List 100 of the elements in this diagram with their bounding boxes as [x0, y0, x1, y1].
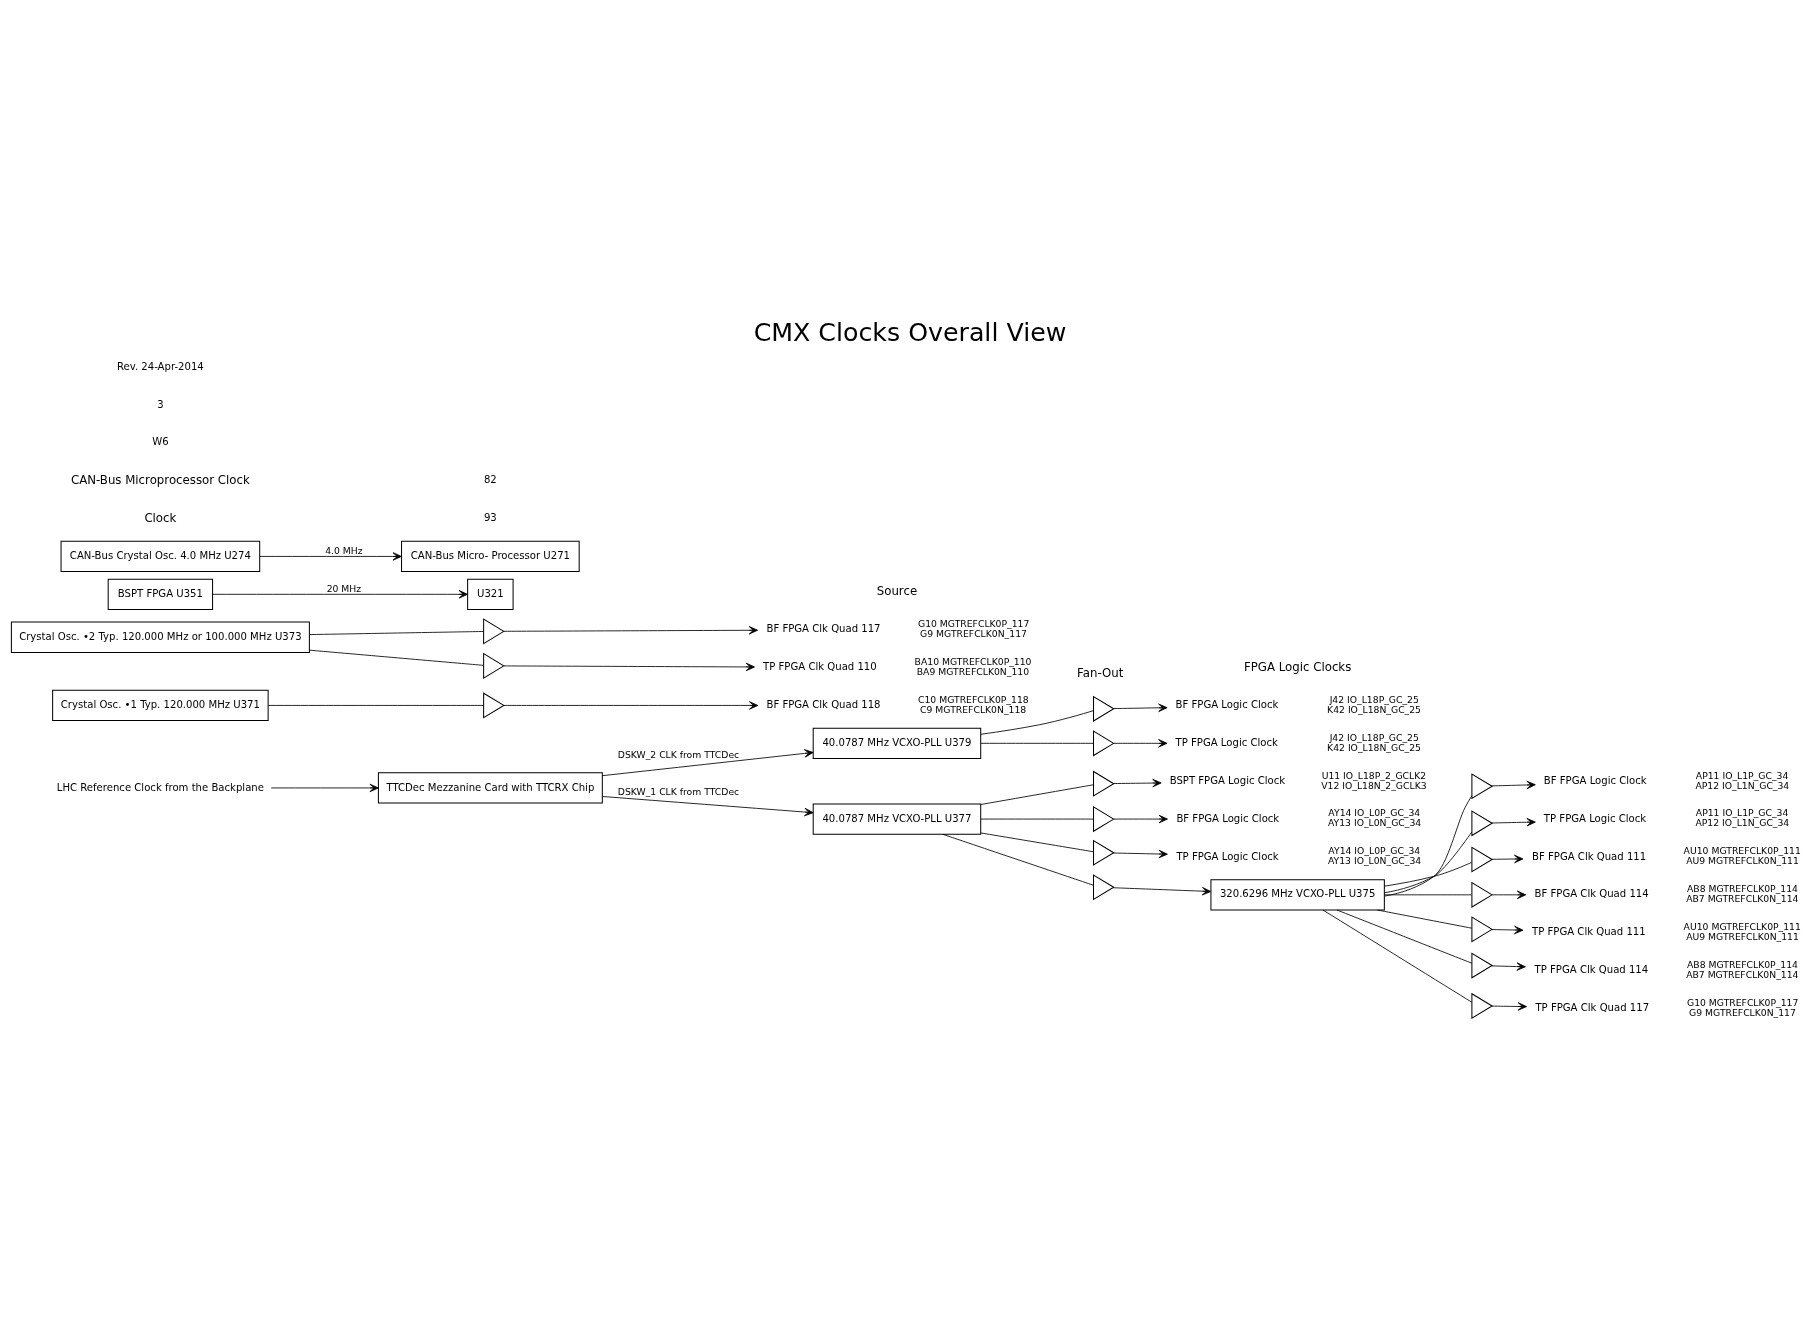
- node-text: BF FPGA Clk Quad 118: [766, 698, 881, 710]
- node-box: 40.0787 MHz VCXO-PLL U379: [812, 727, 982, 759]
- connector: [1383, 861, 1473, 887]
- connector: [980, 709, 1094, 735]
- node-triangle: [1471, 915, 1494, 942]
- node-label: C9 MGTREFCLK0N_118: [920, 703, 1027, 715]
- node-text: BF FPGA Clk Quad 114: [1534, 887, 1649, 899]
- connector: [1322, 909, 1473, 1003]
- edge-label: DSKW_1 CLK from TTCDec: [617, 785, 740, 796]
- node-text: LHC Reference Clock from the Backplane: [56, 781, 264, 793]
- arrow: [503, 662, 755, 671]
- node-box: CAN-Bus Crystal Osc. 4.0 MHz U274: [60, 540, 261, 572]
- node-triangle: [1093, 805, 1115, 832]
- node-label: AY14 IO_L0P_GC_34: [1328, 806, 1421, 818]
- label: Fan-Out: [1077, 665, 1124, 680]
- node-triangle: [1471, 772, 1494, 799]
- connector: [980, 742, 1094, 744]
- arrow: [1491, 925, 1524, 934]
- node-label: K42 IO_L18N_GC_25: [1327, 741, 1422, 753]
- arrow: [503, 625, 758, 634]
- arrow: [1491, 1001, 1527, 1011]
- node-label: AB7 MGTREFCLK0N_114: [1686, 968, 1799, 980]
- node-label: K42 IO_L18N_GC_25: [1327, 703, 1422, 715]
- node-triangle: [1471, 992, 1494, 1019]
- node-box: U321: [467, 578, 514, 610]
- connector: [980, 783, 1094, 805]
- node-label: J42 IO_L18P_GC_25: [1329, 731, 1419, 743]
- node-triangle: [483, 617, 505, 644]
- arrow: [1491, 961, 1526, 971]
- node-label: AY13 IO_L0N_GC_34: [1327, 854, 1422, 866]
- node-triangle: [1471, 845, 1494, 873]
- node-box: Crystal Osc. •2 Typ. 120.000 MHz or 100.000 MHz U373: [10, 621, 310, 653]
- node-text: BF FPGA Logic Clock: [1176, 812, 1280, 824]
- node-box: Crystal Osc. •1 Typ. 120.000 MHz U371: [52, 689, 269, 721]
- connector: [267, 704, 485, 706]
- node-label: U11 IO_L18P_2_GCLK2: [1321, 769, 1427, 780]
- arrow: [1113, 778, 1162, 787]
- node-label: AU9 MGTREFCLK0N_111: [1686, 854, 1799, 866]
- arrow: [1113, 703, 1168, 712]
- node-label: C10 MGTREFCLK0P_118: [918, 693, 1029, 705]
- connector: [309, 630, 484, 635]
- node-label: AY13 IO_L0N_GC_34: [1327, 816, 1422, 828]
- node-text: BSPT FPGA Logic Clock: [1169, 774, 1286, 786]
- edge-label: DSKW_2 CLK from TTCDec: [617, 748, 740, 760]
- node-text: BF FPGA Clk Quad 117: [766, 622, 881, 634]
- arrow: [1491, 817, 1536, 826]
- node-label: AP12 IO_L1N_GC_34: [1695, 779, 1790, 791]
- node-triangle: [1093, 695, 1115, 722]
- node-box: BSPT FPGA U351: [107, 578, 214, 610]
- node-triangle: [1093, 770, 1115, 797]
- arrow: [1491, 780, 1536, 789]
- node-box: 40.0787 MHz VCXO-PLL U377: [812, 802, 982, 835]
- connector: [980, 818, 1094, 819]
- label: CAN-Bus Microprocessor Clock: [70, 472, 250, 487]
- node-triangle: [1093, 873, 1115, 900]
- node-box: 320.6296 MHz VCXO-PLL U375: [1210, 878, 1385, 910]
- arrow: [1113, 738, 1168, 747]
- node-triangle: [1093, 729, 1115, 756]
- node-label: AP11 IO_L1P_GC_34: [1695, 769, 1789, 780]
- node-text: TP FPGA Logic Clock: [1175, 736, 1278, 748]
- node-label: G9 MGTREFCLK0N_117: [920, 627, 1027, 639]
- node-label: AP12 IO_L1N_GC_34: [1695, 816, 1790, 828]
- edge-label: 20 MHz: [326, 582, 362, 594]
- node-label: AU10 MGTREFCLK0P_111: [1683, 844, 1801, 856]
- arrow: [1112, 886, 1212, 895]
- arrow: [503, 700, 759, 710]
- label: 82: [483, 473, 497, 485]
- node-box: TTCDec Mezzanine Card with TTCRX Chip: [377, 771, 603, 804]
- node-box: CAN-Bus Micro- Processor U271: [401, 540, 580, 572]
- arrow: [1491, 890, 1527, 899]
- connector: [980, 832, 1094, 852]
- diagram-title: CMX Clocks Overall View: [753, 317, 1067, 347]
- node-text: BF FPGA Logic Clock: [1175, 698, 1279, 710]
- node-label: V12 IO_L18N_2_GCLK3: [1321, 779, 1427, 791]
- node-text: TP FPGA Logic Clock: [1176, 850, 1279, 862]
- node-label: AB8 MGTREFCLK0P_114: [1686, 882, 1798, 894]
- node-label: AY14 IO_L0P_GC_34: [1328, 844, 1421, 856]
- node-triangle: [483, 691, 505, 719]
- arrow: [1112, 849, 1168, 858]
- node-label: J42 IO_L18P_GC_25: [1329, 693, 1419, 705]
- node-label: G9 MGTREFCLK0N_117: [1689, 1006, 1796, 1018]
- node-label: AU9 MGTREFCLK0N_111: [1686, 930, 1799, 942]
- node-label: BA9 MGTREFCLK0N_110: [916, 665, 1030, 677]
- label: Rev. 24-Apr-2014: [116, 360, 204, 372]
- node-label: AP11 IO_L1P_GC_34: [1695, 806, 1789, 818]
- node-label: G10 MGTREFCLK0P_117: [918, 617, 1030, 629]
- arrow: [1491, 854, 1524, 863]
- node-triangle: [483, 652, 505, 679]
- connector: [1384, 893, 1472, 895]
- node-text: BF FPGA Logic Clock: [1543, 774, 1647, 786]
- label: FPGA Logic Clocks: [1243, 659, 1352, 674]
- node-text: TP FPGA Clk Quad 114: [1534, 963, 1649, 975]
- label: Source: [876, 583, 918, 598]
- connector: [1383, 831, 1473, 893]
- node-text: TP FPGA Logic Clock: [1543, 812, 1647, 824]
- node-label: AU10 MGTREFCLK0P_111: [1683, 920, 1801, 932]
- label: 3: [157, 398, 164, 410]
- label: W6: [152, 435, 169, 447]
- connector: [1376, 909, 1473, 929]
- node-label: G10 MGTREFCLK0P_117: [1686, 996, 1799, 1008]
